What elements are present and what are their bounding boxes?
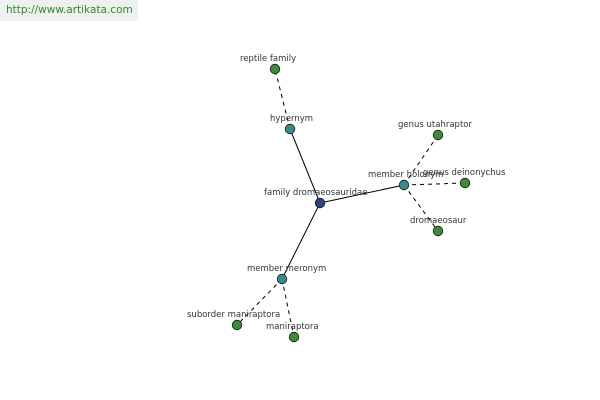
nodes-layer [231, 63, 471, 343]
center-node-family-dromaeosauridae[interactable] [314, 197, 326, 209]
edge-center-to-member-holonym [319, 184, 405, 204]
relation-node-member-holonym[interactable] [398, 179, 410, 191]
edges-layer [236, 68, 466, 338]
leaf-node-genus-deinonychus[interactable] [459, 177, 471, 189]
leaf-label-suborder-maniraptora[interactable]: suborder maniraptora [187, 310, 280, 320]
center-label-family-dromaeosauridae[interactable]: family dromaeosauridae [264, 188, 367, 198]
leaf-label-maniraptora[interactable]: maniraptora [266, 322, 319, 332]
relation-label-member-meronym[interactable]: member meronym [247, 264, 326, 274]
edge-center-to-member-meronym [281, 202, 321, 280]
edge-member-meronym-to-suborder-maniraptora [236, 278, 283, 326]
relation-node-member-meronym[interactable] [276, 273, 288, 285]
labels-layer: family dromaeosauridae hypernym reptile fa… [187, 54, 506, 332]
leaf-node-suborder-maniraptora[interactable] [231, 319, 243, 331]
leaf-label-reptile-family[interactable]: reptile family [240, 54, 296, 64]
edge-member-holonym-to-genus-utahraptor [403, 134, 439, 186]
edge-member-holonym-to-genus-deinonychus [403, 182, 466, 186]
leaf-node-dromaeosaur[interactable] [432, 225, 444, 237]
relation-label-hypernym[interactable]: hypernym [270, 114, 313, 124]
relation-label-member-holonym[interactable]: member holonym [368, 170, 443, 180]
leaf-node-reptile-family[interactable] [269, 63, 281, 75]
edge-member-holonym-to-dromaeosaur [403, 184, 439, 232]
edge-member-meronym-to-maniraptora [281, 278, 295, 338]
edge-hypernym-to-reptile-family [274, 68, 291, 130]
leaf-label-dromaeosaur[interactable]: dromaeosaur [410, 216, 467, 226]
leaf-node-maniraptora[interactable] [288, 331, 300, 343]
leaf-label-genus-deinonychus[interactable]: genus deinonychus [423, 168, 506, 178]
leaf-label-genus-utahraptor[interactable]: genus utahraptor [398, 120, 472, 130]
leaf-node-genus-utahraptor[interactable] [432, 129, 444, 141]
edge-center-to-hypernym [289, 128, 321, 204]
relation-node-hypernym[interactable] [284, 123, 296, 135]
site-url-link[interactable]: http://www.artikata.com [0, 0, 138, 21]
